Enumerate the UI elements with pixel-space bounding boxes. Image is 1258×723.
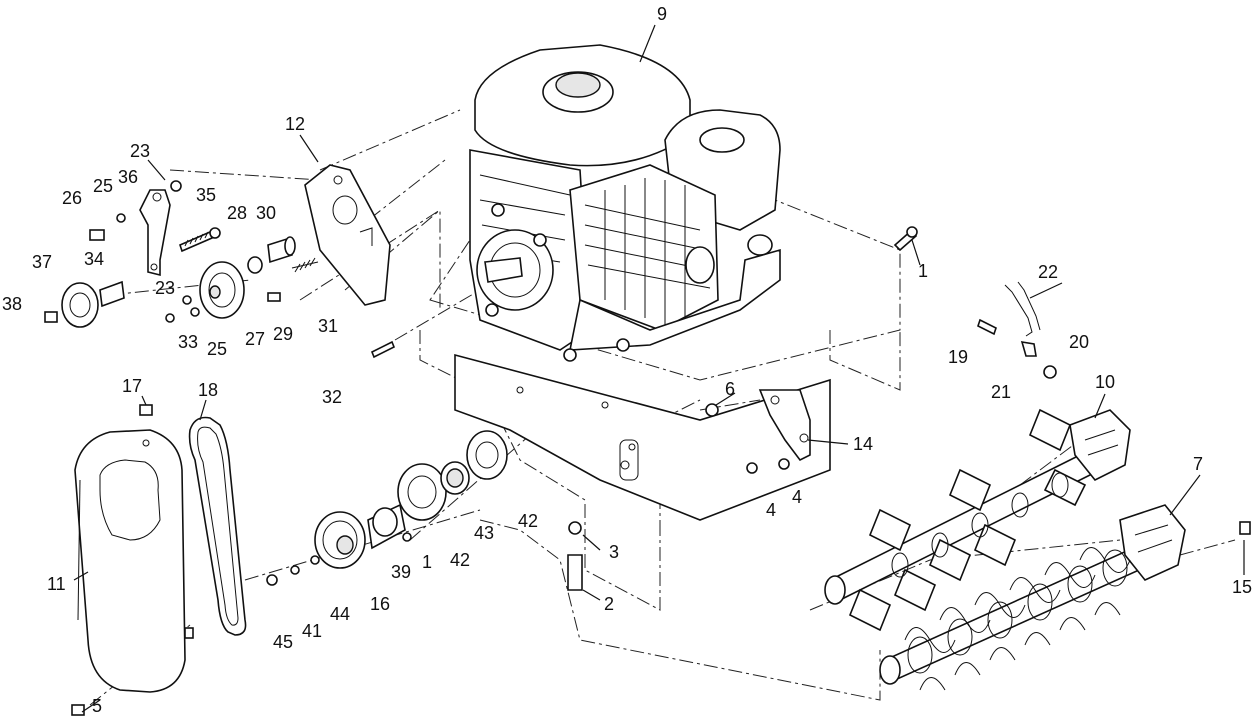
callout-35: 35 [196, 185, 216, 205]
clutch-pulley-stack [266, 430, 508, 586]
callout-10: 10 [1095, 372, 1115, 392]
callout-25-lower: 25 [207, 339, 227, 359]
callout-27: 27 [245, 329, 265, 349]
callout-11: 11 [47, 574, 66, 594]
tine-reel-lower [879, 504, 1186, 691]
idler-bracket-plate [304, 164, 391, 306]
engine-assembly [469, 44, 781, 362]
frame-plate [454, 353, 831, 521]
callout-4-left: 4 [766, 500, 776, 520]
callout-14: 14 [853, 434, 873, 454]
callout-12: 12 [285, 114, 305, 134]
callout-1-lower: 1 [422, 552, 432, 572]
callout-44: 44 [330, 604, 350, 624]
callout-4-right: 4 [792, 487, 802, 507]
callout-45: 45 [273, 632, 293, 652]
callout-labels: 9 12 23 25 36 26 35 28 30 37 34 23 38 33… [2, 4, 1252, 716]
callout-15: 15 [1232, 577, 1252, 597]
callout-33: 33 [178, 332, 198, 352]
drive-belt [188, 416, 247, 636]
callout-16: 16 [370, 594, 390, 614]
tine-reel-upper [824, 408, 1131, 632]
callout-26: 26 [62, 188, 82, 208]
callout-9: 9 [657, 4, 667, 24]
callout-32: 32 [322, 387, 342, 407]
tine-bracket-14 [746, 389, 811, 474]
callout-6: 6 [725, 379, 735, 399]
callout-21: 21 [991, 382, 1011, 402]
callout-41: 41 [302, 621, 322, 641]
callout-23-lower: 23 [155, 278, 175, 298]
callout-3: 3 [609, 542, 619, 562]
callout-39: 39 [391, 562, 411, 582]
callout-36: 36 [118, 167, 138, 187]
tine-blades-upper [848, 408, 1087, 632]
callout-31: 31 [318, 316, 338, 336]
callout-5: 5 [92, 696, 102, 716]
callout-38: 38 [2, 294, 22, 314]
callout-42-left: 42 [450, 550, 470, 570]
callout-34: 34 [84, 249, 104, 269]
callout-20: 20 [1069, 332, 1089, 352]
idler-arm-assembly [44, 180, 319, 328]
callout-2: 2 [604, 594, 614, 614]
callout-28: 28 [227, 203, 247, 223]
callout-1-upper: 1 [918, 261, 928, 281]
callout-30: 30 [256, 203, 276, 223]
callout-25-upper: 25 [93, 176, 113, 196]
belt-guard [74, 429, 194, 693]
callout-7: 7 [1193, 454, 1203, 474]
callout-29: 29 [273, 324, 293, 344]
callout-23-upper: 23 [130, 141, 150, 161]
callout-19: 19 [948, 347, 968, 367]
leader-lines [73, 24, 1245, 713]
callout-18: 18 [198, 380, 218, 400]
callout-17: 17 [122, 376, 142, 396]
callout-43: 43 [474, 523, 494, 543]
callout-22: 22 [1038, 262, 1058, 282]
callout-37: 37 [32, 252, 52, 272]
callout-42-right: 42 [518, 511, 538, 531]
